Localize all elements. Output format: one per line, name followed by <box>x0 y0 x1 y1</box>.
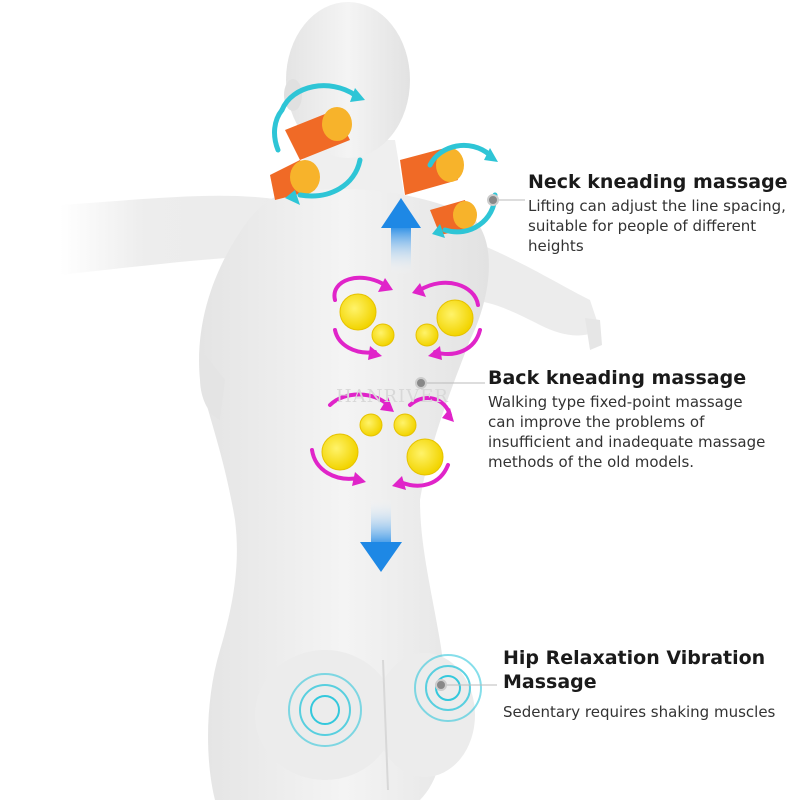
back-callout-dot <box>415 377 427 389</box>
neck-kneading-callout: Neck kneading massage Lifting can adjust… <box>528 170 798 256</box>
neck-callout-dot <box>487 194 499 206</box>
callout-leaders <box>415 194 525 691</box>
title-line: Massage <box>503 671 597 693</box>
neck-roller-left-bottom <box>270 160 320 200</box>
title-line: Hip Relaxation Vibration <box>503 647 766 669</box>
back-kneading-description: Walking type fixed-point massage can imp… <box>488 392 788 472</box>
lower-back-kneading <box>310 392 454 490</box>
roller-upper-left-large <box>339 293 377 331</box>
brand-watermark: HANRIVER <box>336 386 449 407</box>
neck-roller-left-top <box>285 107 352 160</box>
roller-lower-left-large <box>321 433 359 471</box>
neck-kneading-title: Neck kneading massage <box>528 171 788 193</box>
description-line: can improve the problems of <box>488 413 705 431</box>
hip-vibration-rings <box>288 654 482 747</box>
back-kneading-title: Back kneading massage <box>488 367 747 389</box>
roller-lower-right-small <box>393 413 417 437</box>
description-line: Lifting can adjust the line spacing, <box>528 197 786 215</box>
neck-kneading-description: Lifting can adjust the line spacing, sui… <box>528 196 798 256</box>
description-line: Walking type fixed-point massage <box>488 393 743 411</box>
roller-upper-right-large <box>436 299 474 337</box>
description-line: heights <box>528 237 584 255</box>
roller-lower-left-small <box>359 413 383 437</box>
hip-vibration-title: Hip Relaxation Vibration Massage <box>503 646 793 694</box>
neck-rollers <box>270 107 477 235</box>
back-kneading-callout: Back kneading massage Walking type fixed… <box>488 366 788 472</box>
roller-lower-right-large <box>406 438 444 476</box>
vibration-rings-left <box>288 673 362 747</box>
upper-back-kneading <box>332 275 482 360</box>
description-line: insufficient and inadequate massage <box>488 433 766 451</box>
hip-vibration-description: Sedentary requires shaking muscles <box>503 702 793 722</box>
neck-roller-right-top <box>400 148 464 195</box>
roller-upper-right-small <box>415 323 439 347</box>
walk-up-arrow <box>381 198 421 275</box>
roller-upper-left-small <box>371 323 395 347</box>
description-line: suitable for people of different <box>528 217 757 235</box>
human-body-figure <box>60 2 602 800</box>
description-line: methods of the old models. <box>488 453 695 471</box>
description-line: Sedentary requires shaking muscles <box>503 703 776 721</box>
vibration-rings-right <box>414 654 482 722</box>
hip-callout-dot <box>435 679 447 691</box>
hip-vibration-callout: Hip Relaxation Vibration Massage Sedenta… <box>503 646 793 722</box>
walk-down-arrow <box>360 498 402 572</box>
